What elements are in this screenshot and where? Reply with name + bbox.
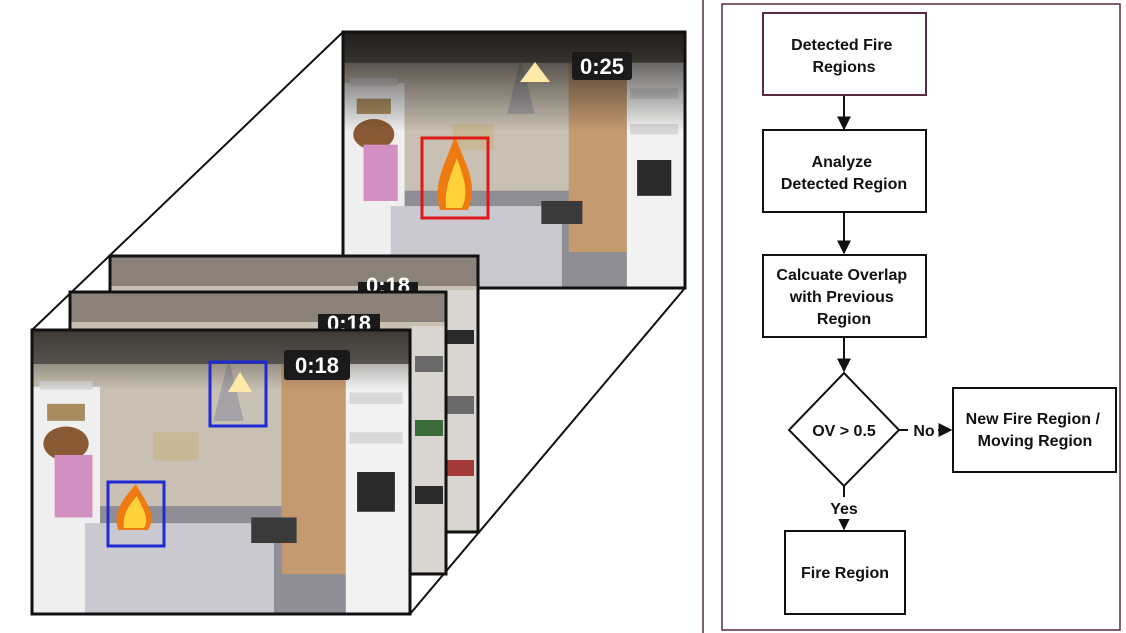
node-calculate-overlap: Calcuate Overlap with Previous Region	[762, 254, 927, 338]
detection-box-front-lower	[106, 480, 166, 548]
svg-text:New Fire Region / Movi: New Fire Region / Moving Region	[966, 411, 1105, 450]
node-detected-fire-regions: Detected Fire Regions	[762, 12, 927, 96]
video-frame-front: 0:18	[30, 328, 412, 616]
node-analyze-detected-region: Analyze Detected Region	[762, 129, 927, 213]
detection-box-front-upper	[208, 360, 268, 428]
node-fire-region: Fire Region	[784, 530, 906, 615]
timestamp-back: 0:25	[580, 54, 624, 79]
video-frame-back: 0:25	[341, 30, 687, 290]
detection-box-back	[420, 136, 490, 220]
video-frame-stack: 0:25 0:18 0:18	[30, 30, 687, 616]
flowchart-panel	[721, 3, 1121, 631]
timestamp-front: 0:18	[295, 353, 339, 378]
svg-text:Analyze Detected Regio: Analyze Detected Region	[781, 154, 907, 193]
svg-text:OV > 0.5: OV > 0.5	[812, 423, 876, 440]
node-new-fire-region: New Fire Region / Moving Region	[952, 387, 1117, 473]
node-decision-ov: OV > 0.5	[787, 371, 901, 488]
edge-label-yes: Yes	[830, 501, 858, 518]
edge-label-no: No	[913, 423, 935, 440]
flowchart: Detected Fire Regions Analyze Detected R…	[721, 3, 1121, 631]
svg-text:Fire Region: Fire Region	[801, 565, 889, 582]
svg-text:Calcuate Overlap with: Calcuate Overlap with Previous Region	[776, 267, 911, 328]
svg-text:Detected Fire Regions: Detected Fire Regions	[791, 37, 897, 76]
